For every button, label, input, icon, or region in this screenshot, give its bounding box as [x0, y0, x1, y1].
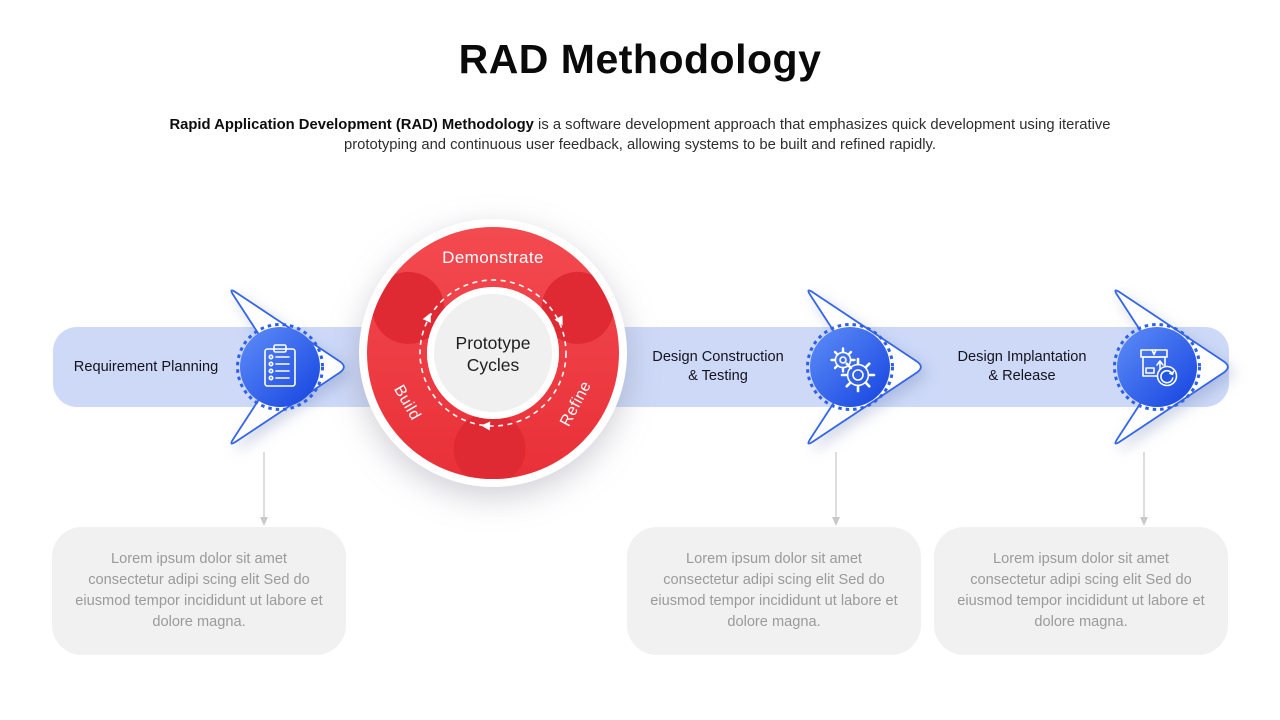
stage-label-line: Requirement Planning	[73, 358, 219, 375]
down-arrow-connector-2	[832, 452, 840, 526]
package-release-icon	[1140, 349, 1178, 387]
stage-label-requirement-planning: Requirement Planning	[51, 327, 241, 407]
stage-label-line: Design Construction	[652, 349, 784, 365]
intro-rest-text: is a software development approach that …	[344, 117, 1111, 153]
cycle-demonstrate-label: Demonstrate	[442, 248, 544, 267]
stage-label-line: Design Implantation	[957, 349, 1087, 365]
intro-bold-text: Rapid Application Development (RAD) Meth…	[169, 117, 534, 133]
stage-circle-1	[236, 323, 324, 411]
gears-icon	[830, 347, 876, 393]
cycle-center-line2: Cycles	[467, 355, 520, 375]
cycle-dashed-circle	[419, 279, 567, 427]
description-text: Lorem ipsum dolor sit amet consectetur a…	[957, 551, 1205, 630]
donut-center-disc	[434, 294, 552, 412]
prototype-cycle-donut: Demonstrate Build Refine Prototype Cycle…	[359, 219, 627, 487]
stage-label-design-construction-testing: Design Construction & Testing	[623, 327, 813, 407]
down-arrow-connector-1	[260, 452, 268, 526]
stage-label-line: & Release	[988, 368, 1056, 384]
description-box-3: Lorem ipsum dolor sit amet consectetur a…	[934, 527, 1228, 655]
page-title: RAD Methodology	[458, 36, 822, 82]
down-arrow-connector-3	[1140, 452, 1148, 526]
cycle-center-line1: Prototype	[456, 333, 531, 353]
description-box-2: Lorem ipsum dolor sit amet consectetur a…	[627, 527, 921, 655]
donut-segment-caps	[372, 271, 614, 479]
stage-label-design-implantation-release: Design Implantation & Release	[927, 327, 1117, 407]
cycle-arrowhead-left	[422, 312, 431, 323]
description-box-1: Lorem ipsum dolor sit amet consectetur a…	[52, 527, 346, 655]
intro-paragraph: Rapid Application Development (RAD) Meth…	[155, 115, 1125, 155]
description-text: Lorem ipsum dolor sit amet consectetur a…	[650, 551, 898, 630]
stage-circle-3	[1113, 323, 1201, 411]
description-text: Lorem ipsum dolor sit amet consectetur a…	[75, 551, 323, 630]
cycle-arrowhead-right	[554, 315, 563, 326]
stage-circle-2	[806, 323, 894, 411]
cycle-arrowhead-bottom	[481, 421, 491, 431]
stage-label-line: & Testing	[688, 368, 748, 384]
clipboard-checklist-icon	[264, 344, 296, 387]
